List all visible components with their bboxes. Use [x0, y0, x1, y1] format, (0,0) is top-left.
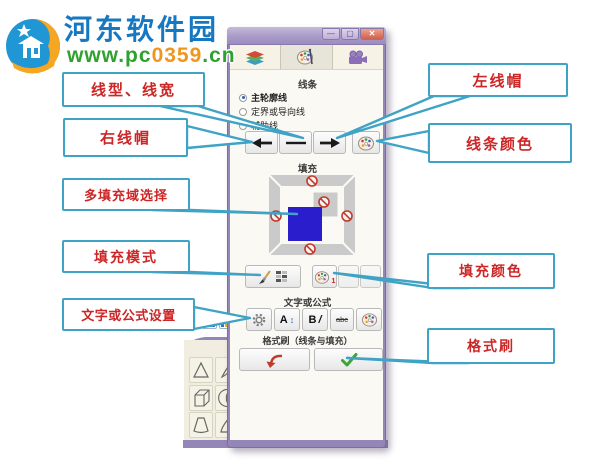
- no-fill-icon: [306, 175, 318, 187]
- no-fill-icon: [318, 196, 330, 208]
- palette-brush-icon: [297, 48, 314, 65]
- callout-left-cap: 左线帽: [428, 63, 568, 97]
- brush-icon: [259, 269, 271, 284]
- bold-italic-button[interactable]: B /: [302, 308, 328, 331]
- no-fill-icon: [304, 243, 316, 255]
- fill-color-button[interactable]: 1: [312, 265, 337, 288]
- fill-color-index: 1: [331, 278, 336, 285]
- text-section-title: 文字或公式: [283, 298, 332, 309]
- fill-mode-button[interactable]: [245, 265, 301, 288]
- line-style-button[interactable]: [279, 131, 312, 154]
- camera-icon: [349, 50, 368, 64]
- frustum-shape-icon: [193, 417, 209, 434]
- left-arrow-icon: [251, 137, 272, 148]
- tab-strip: [230, 45, 383, 70]
- close-button[interactable]: ✕: [360, 28, 384, 40]
- palette-icon: [361, 313, 377, 327]
- right-cap-button[interactable]: [313, 131, 346, 154]
- shape-cell-triangle[interactable]: [189, 357, 213, 383]
- callout-multi-fill-select: 多填充域选择: [62, 178, 190, 211]
- radio-auxiliary[interactable]: 辅助线: [239, 120, 278, 131]
- strikethrough-icon: abc: [335, 315, 349, 324]
- pattern-grid-icon: [276, 270, 287, 282]
- painter-apply-button[interactable]: [314, 348, 383, 371]
- fill-section-title: 填充: [297, 164, 317, 175]
- radio-main-outline[interactable]: 主轮廓线: [239, 92, 287, 103]
- callout-fill-mode: 填充模式: [62, 240, 190, 273]
- shape-cell-frustum[interactable]: [189, 412, 213, 438]
- shape-cell-cube[interactable]: [189, 385, 213, 411]
- mosaic-icon: [204, 316, 215, 327]
- left-cap-button[interactable]: [245, 131, 278, 154]
- maximize-button[interactable]: ▢: [341, 28, 359, 40]
- layers-icon: [246, 51, 265, 65]
- callout-line-style-width: 线型、线宽: [62, 72, 205, 107]
- gear-icon: [252, 313, 266, 326]
- radio-dot: [239, 107, 247, 116]
- fill-color-extra-button-2[interactable]: [360, 265, 381, 288]
- callout-right-cap: 右线帽: [63, 118, 188, 157]
- up-down-arrow-icon: ↕: [289, 314, 295, 325]
- tab-layers[interactable]: [230, 45, 280, 69]
- painter-undo-button[interactable]: [239, 348, 310, 371]
- strikethrough-button[interactable]: abc: [330, 308, 354, 331]
- undo-arrow-icon: [266, 354, 282, 368]
- minimize-button[interactable]: —: [322, 28, 340, 40]
- palette-icon: [314, 270, 329, 284]
- site-url: www.pc0359.cn: [67, 44, 236, 67]
- line-section-title: 线条: [297, 80, 317, 91]
- cube-shape-icon: [194, 389, 210, 407]
- callout-text-formula-settings: 文字或公式设置: [62, 298, 195, 331]
- fill-color-extra-button-1[interactable]: [338, 265, 359, 288]
- site-name: 河东软件园: [64, 14, 220, 45]
- text-color-button[interactable]: [356, 308, 382, 331]
- no-fill-icon: [341, 210, 353, 222]
- radio-boundary-guide[interactable]: 定界或导向线: [239, 106, 305, 117]
- callout-fill-color: 填充颜色: [427, 253, 555, 289]
- mosaic-tool-button-1[interactable]: [202, 314, 217, 329]
- text-settings-button[interactable]: [246, 308, 272, 331]
- check-icon: [340, 353, 357, 367]
- font-size-button[interactable]: A ↕: [274, 308, 300, 331]
- callout-line-color: 线条颜色: [428, 123, 572, 163]
- line-dash-icon: [285, 141, 306, 144]
- radio-dot: [239, 93, 247, 102]
- right-arrow-icon: [319, 137, 340, 148]
- tab-media[interactable]: [333, 45, 383, 69]
- window-controls: — ▢ ✕: [322, 28, 384, 40]
- fill-region-map[interactable]: [265, 172, 359, 258]
- painter-section-title: 格式刷（线条与填充）: [262, 336, 353, 346]
- site-logo: [6, 19, 60, 74]
- no-fill-icon: [270, 210, 282, 222]
- triangle-shape-icon: [193, 361, 209, 378]
- palette-icon: [358, 136, 374, 150]
- callout-format-painter: 格式刷: [427, 328, 555, 364]
- line-color-button[interactable]: [352, 131, 380, 154]
- tab-format[interactable]: [280, 45, 333, 69]
- fill-region-selected[interactable]: [288, 207, 322, 241]
- radio-dot: [239, 121, 247, 130]
